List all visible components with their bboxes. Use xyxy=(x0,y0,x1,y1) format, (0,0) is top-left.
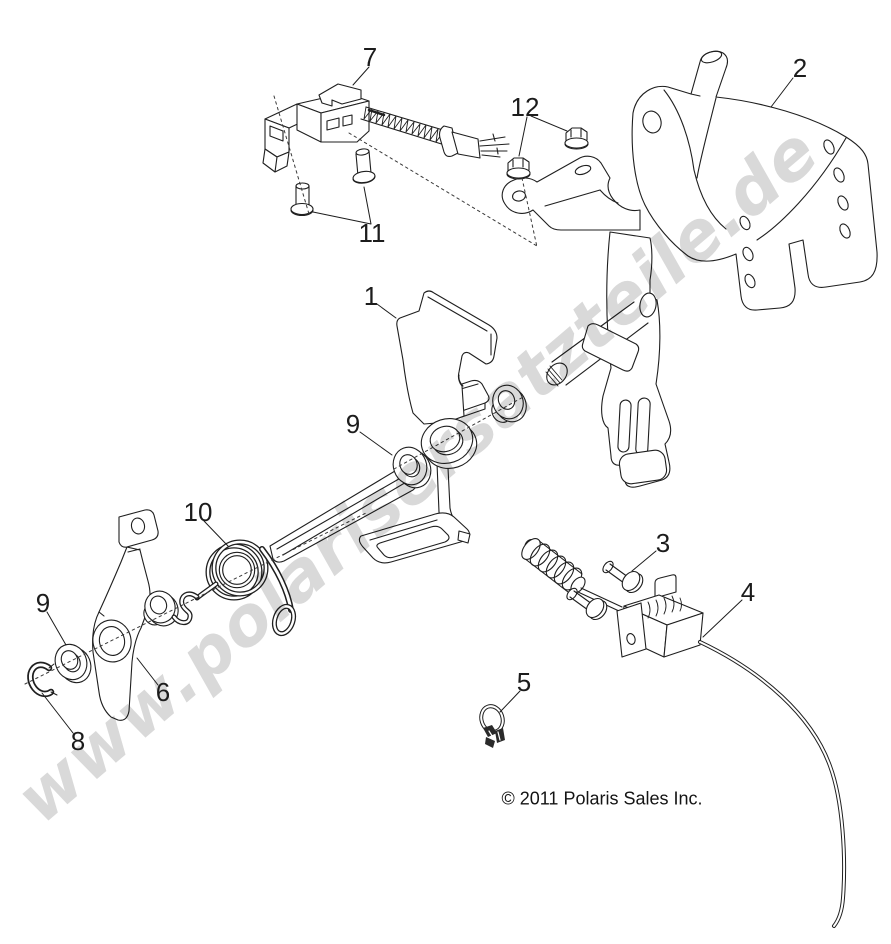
bracket-nut-plate-drawing xyxy=(502,156,640,230)
part-7-sensor-assembly-drawing xyxy=(263,84,509,172)
part-5-clip-drawing xyxy=(478,703,505,748)
callout-6: 6 xyxy=(155,677,171,707)
pedal-bushing-drawing xyxy=(488,381,531,426)
part-9-washer-left-drawing xyxy=(50,640,96,688)
part-9-washer-center-drawing xyxy=(388,443,436,493)
part-6-lever-drawing xyxy=(89,510,158,720)
callout-11: 11 xyxy=(358,218,386,248)
callout-1: 1 xyxy=(363,281,379,311)
callout-9-left: 9 xyxy=(35,588,51,618)
part-2-bracket-drawing xyxy=(632,49,877,310)
part-1-pedal-drawing xyxy=(270,291,497,563)
part-10-spring-drawing xyxy=(174,542,297,636)
watermark-text: www.polarisersatzteile.de xyxy=(2,112,834,839)
callout-10: 10 xyxy=(183,497,213,527)
callout-7: 7 xyxy=(362,42,378,72)
callout-3: 3 xyxy=(655,528,671,558)
callout-9-center: 9 xyxy=(345,409,361,439)
callout-4: 4 xyxy=(740,577,756,607)
callout-leader-lines xyxy=(42,67,793,733)
callout-12: 12 xyxy=(510,92,540,122)
callout-5: 5 xyxy=(516,667,532,697)
part-3-pins-drawing xyxy=(565,559,647,622)
copyright-text: © 2011 Polaris Sales Inc. xyxy=(501,788,703,809)
part-12-flange-nuts-drawing xyxy=(507,128,588,179)
callout-8: 8 xyxy=(70,726,86,756)
part-8-eclip-drawing xyxy=(30,664,57,695)
lever-bushing-drawing xyxy=(140,587,182,630)
part-11-bolts-drawing xyxy=(291,148,376,215)
bracket-center-arm-drawing xyxy=(543,232,671,487)
part-4-cable-assembly-drawing xyxy=(518,535,844,926)
assembly-dashed-lines xyxy=(25,96,537,684)
callout-2: 2 xyxy=(792,53,808,83)
